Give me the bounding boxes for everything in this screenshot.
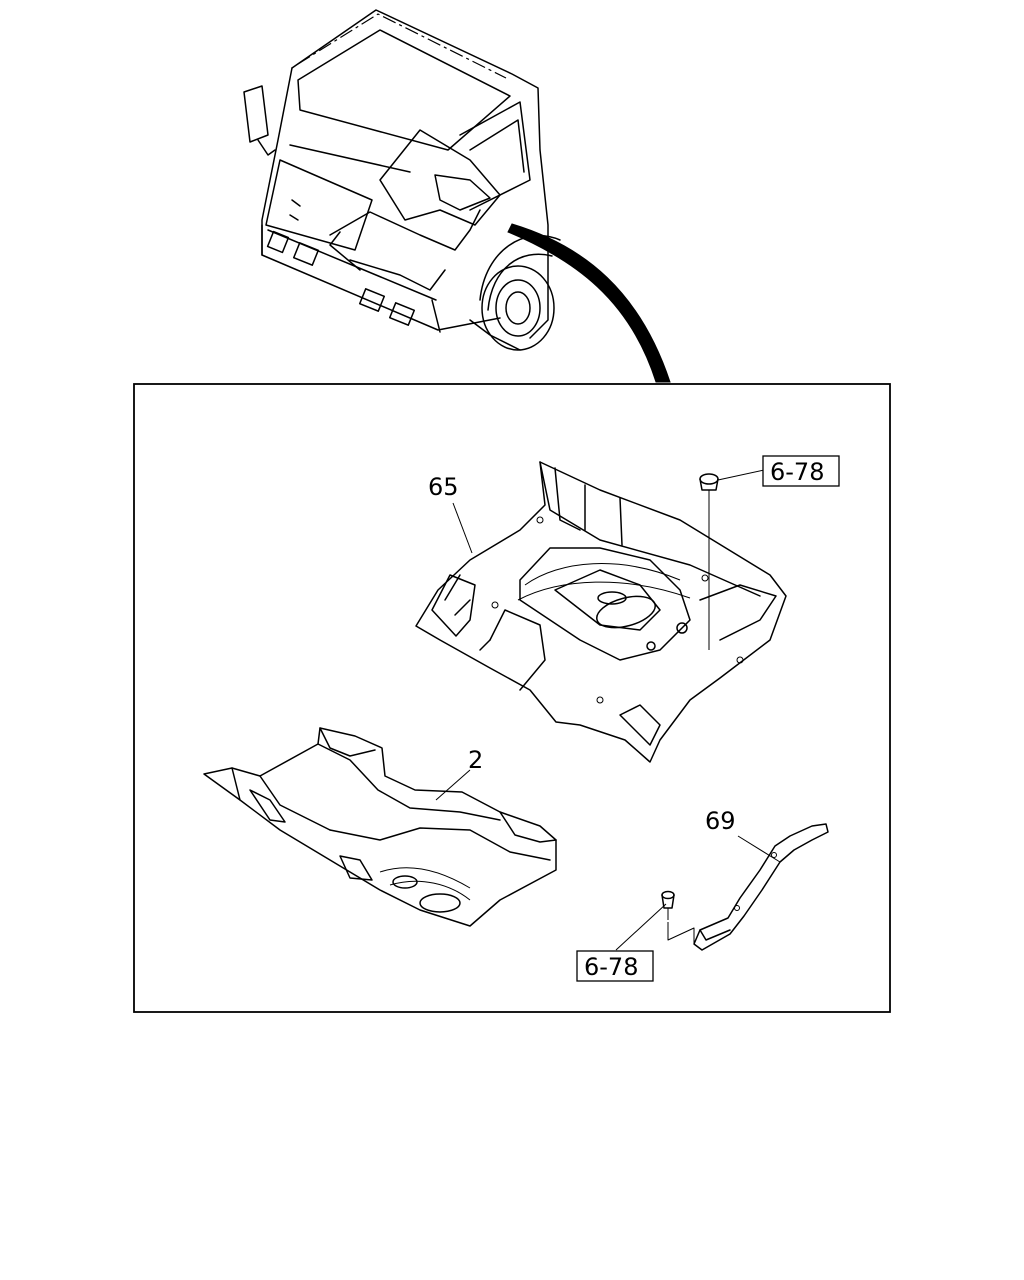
reference-box-upper: 6-78 xyxy=(762,455,840,487)
part-2-floor-mat xyxy=(203,727,557,927)
leader-ref-lower xyxy=(615,903,667,951)
ref-label-lower: 6-78 xyxy=(584,953,638,981)
truck-cab-overview xyxy=(243,9,561,351)
part-65-floor-panel xyxy=(415,461,787,763)
part-69-trim-rail xyxy=(667,823,829,951)
part-label-69: 69 xyxy=(705,807,736,835)
reference-box-lower: 6-78 xyxy=(576,950,654,982)
leader-part-65 xyxy=(452,502,473,554)
part-label-65: 65 xyxy=(428,473,459,501)
leader-part-69 xyxy=(737,835,781,863)
leader-ref-upper xyxy=(717,469,765,481)
ref-label-upper: 6-78 xyxy=(770,458,824,486)
part-label-2: 2 xyxy=(468,746,483,774)
lower-clip-fastener xyxy=(661,890,675,920)
detail-frame xyxy=(133,383,891,1013)
leader-part-2 xyxy=(435,769,471,801)
detail-leader-arc xyxy=(507,223,671,383)
upper-clip-fastener xyxy=(699,473,719,650)
